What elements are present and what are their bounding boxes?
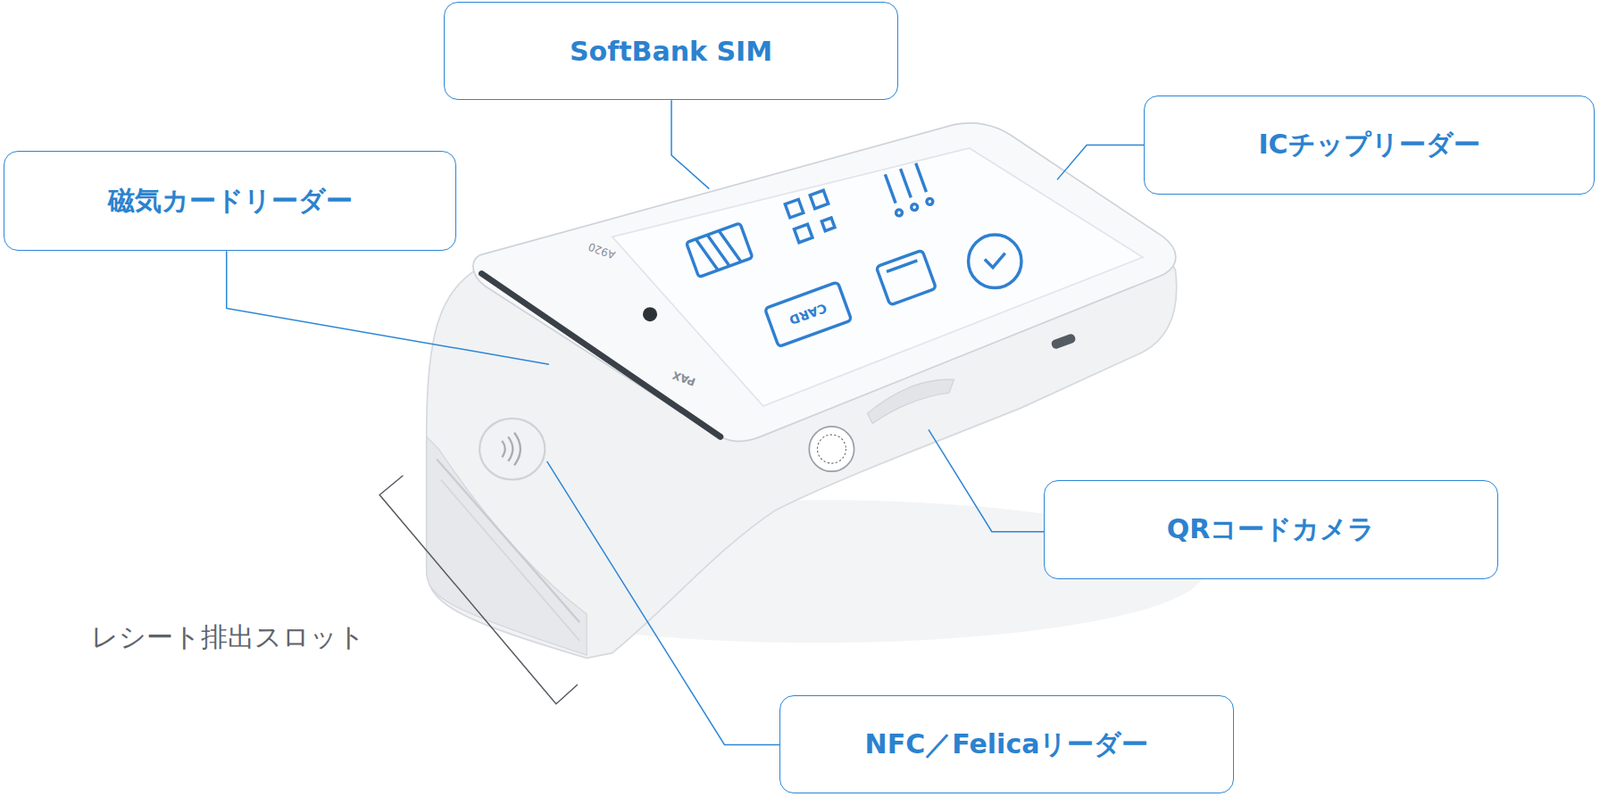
callout-text: QRコードカメラ	[1166, 511, 1376, 549]
leader-line	[226, 250, 550, 365]
callout-text: ICチップリーダー	[1258, 126, 1480, 164]
receipt-face	[426, 436, 587, 656]
nfc-waves	[501, 433, 521, 467]
nfc-mark	[479, 418, 545, 481]
receipt-slot	[441, 479, 580, 642]
callout-text: NFC／Felicaリーダー	[865, 726, 1150, 764]
callout-text: 磁気カードリーダー	[108, 183, 353, 220]
part-label: レシート排出スロット	[91, 619, 366, 657]
leader-line	[1057, 145, 1144, 181]
callout-box: ICチップリーダー	[1143, 95, 1595, 195]
document-icon	[875, 250, 936, 306]
callout-box: SoftBank SIM	[443, 1, 899, 100]
qr-icon	[784, 190, 838, 243]
alert-icon	[882, 162, 934, 217]
leader-line	[671, 100, 709, 189]
receipt-slot	[436, 459, 580, 624]
callout-box: NFC／Felicaリーダー	[779, 695, 1234, 794]
callout-box: QRコードカメラ	[1043, 480, 1499, 580]
camera-lens	[642, 307, 658, 322]
callout-box: 磁気カードリーダー	[3, 150, 457, 251]
display	[612, 148, 1143, 407]
screen-glass	[473, 123, 1176, 442]
leader-line	[928, 429, 1044, 532]
screen-icons	[686, 162, 1022, 348]
card-icon	[765, 282, 852, 348]
ledger-icon	[686, 223, 753, 278]
bracket	[379, 475, 578, 705]
sticker	[816, 434, 846, 464]
leader-line	[547, 461, 781, 746]
clock-icon	[968, 234, 1022, 288]
usb-port	[1050, 333, 1076, 350]
sticker	[808, 426, 854, 472]
callout-text: SoftBank SIM	[569, 35, 773, 67]
